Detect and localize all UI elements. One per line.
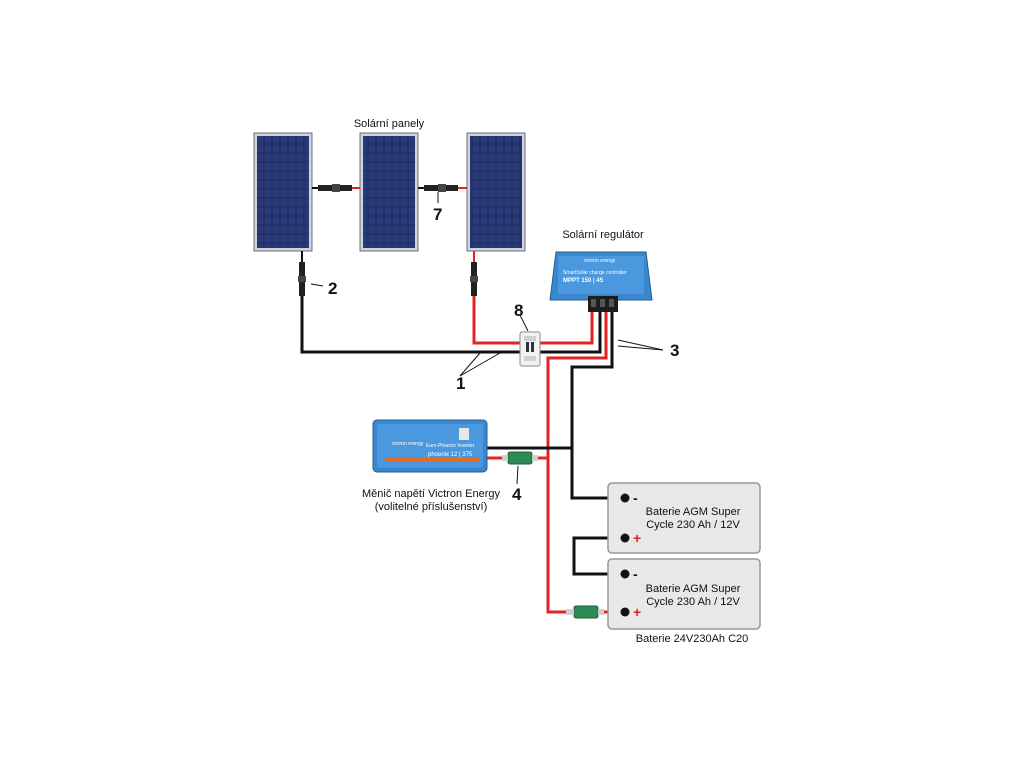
battery-2-minus-sign: - <box>633 566 638 582</box>
battery-1-minus-sign: - <box>633 490 638 506</box>
solar-panel-2 <box>359 132 419 252</box>
callout-leaders <box>310 192 664 485</box>
callout-8: 8 <box>514 301 523 320</box>
inverter-model-line1: Euro Phoenix Inverter <box>426 443 475 449</box>
mc4-connector-panel1-2 <box>312 184 360 192</box>
regulator-model-line1: SmartSolar charge controller <box>563 270 627 276</box>
battery-1-label-line1: Baterie AGM Super <box>646 506 741 518</box>
callout-2: 2 <box>328 279 337 298</box>
negative-pv-wire <box>300 296 520 354</box>
inverter-title-line2: (volitelné příslušenství) <box>375 501 488 513</box>
battery-2-label-line2: Cycle 230 Ah / 12V <box>646 596 740 608</box>
regulator-brand: victron energy <box>584 258 616 264</box>
battery-1-plus-sign: + <box>633 530 641 546</box>
inverter-title-line1: Měnič napětí Victron Energy <box>362 488 500 500</box>
callout-1: 1 <box>456 374 465 393</box>
solar-panel-1 <box>253 132 313 252</box>
regulator-battery-positive-wire <box>546 310 608 614</box>
battery-1: - + Baterie AGM Super Cycle 230 Ah / 12V <box>607 482 761 554</box>
mc4-connector-panel2-3 <box>418 184 467 192</box>
battery-fuse <box>566 605 604 619</box>
panels-title: Solární panely <box>354 118 425 130</box>
battery-2-label-line1: Baterie AGM Super <box>646 583 741 595</box>
regulator-title: Solární regulátor <box>562 229 644 241</box>
battery-bank-label: Baterie 24V230Ah C20 <box>636 633 749 645</box>
battery-2-plus-sign: + <box>633 604 641 620</box>
inverter-fuse <box>502 451 538 465</box>
breaker-to-regulator-wires <box>540 310 602 354</box>
positive-pv-wire <box>472 296 520 345</box>
inverter-brand: victron energy <box>392 441 424 447</box>
dc-breaker <box>519 331 541 367</box>
victron-inverter: victron energy Euro Phoenix Inverter pho… <box>372 419 488 473</box>
regulator-model-line2: MPPT 150 | 45 <box>563 278 604 284</box>
mc4-connector-left-output <box>298 251 306 296</box>
callout-7: 7 <box>433 205 442 224</box>
battery-1-label-line2: Cycle 230 Ah / 12V <box>646 519 740 531</box>
mppt-solar-regulator: victron energy SmartSolar charge control… <box>549 251 653 312</box>
regulator-battery-negative-wire <box>570 310 620 500</box>
battery-series-link <box>572 536 620 576</box>
battery-2: - + Baterie AGM Super Cycle 230 Ah / 12V <box>607 558 761 630</box>
solar-panel-3 <box>466 132 526 252</box>
callout-4: 4 <box>512 485 522 504</box>
inverter-model-line2: phoenix 12 | 375 <box>428 452 473 458</box>
callout-3: 3 <box>670 341 679 360</box>
mc4-connector-right-output <box>470 251 478 296</box>
